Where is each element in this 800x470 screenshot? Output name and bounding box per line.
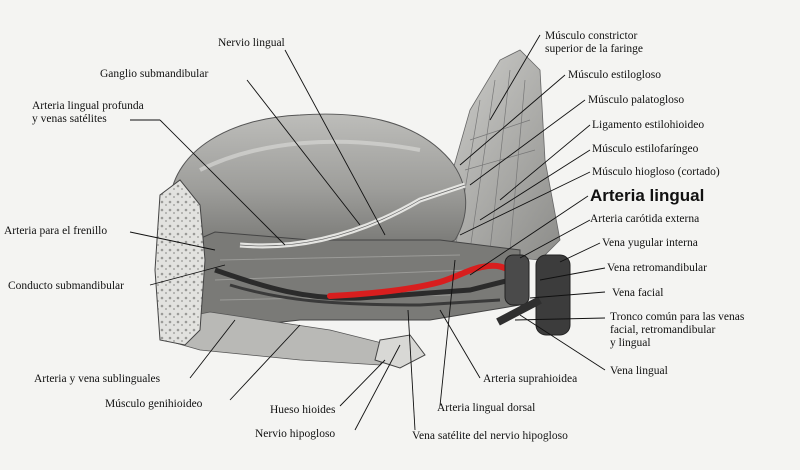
label-facial: Vena facial xyxy=(612,287,664,299)
label-palatogloso: Músculo palatogloso xyxy=(588,94,685,106)
label-hueso-hioides: Hueso hioides xyxy=(270,404,336,416)
label-nervio-lingual: Nervio lingual xyxy=(218,37,285,49)
label-tronco-line1: Tronco común para las venas xyxy=(610,311,745,323)
label-tronco-line3: y lingual xyxy=(610,337,651,349)
mandible-bone xyxy=(154,179,206,346)
label-estilogloso: Músculo estilogloso xyxy=(568,69,661,81)
label-ligamento: Ligamento estilohioideo xyxy=(592,119,705,131)
label-hiogloso: Músculo hiogloso (cortado) xyxy=(592,166,720,178)
label-arteria-suprahioidea: Arteria suprahioidea xyxy=(483,373,578,385)
label-arteria-lingual-profunda-line2: y venas satélites xyxy=(32,113,107,125)
leader-lines xyxy=(129,34,606,431)
label-arteria-lingual: Arteria lingual xyxy=(590,186,705,205)
label-arteria-lingual-profunda: Arteria lingual profunda y venas satélit… xyxy=(32,100,144,126)
hyoid-bone xyxy=(374,334,426,369)
label-constrictor-line2: superior de la faringe xyxy=(545,43,644,55)
external-carotid xyxy=(504,254,530,306)
label-vena-lingual: Vena lingual xyxy=(610,365,668,377)
veins xyxy=(214,267,511,301)
label-tronco-line2: facial, retromandibular xyxy=(610,324,716,336)
label-ganglio-submandibular: Ganglio submandibular xyxy=(100,68,209,80)
label-carotida: Arteria carótida externa xyxy=(590,213,700,225)
label-constrictor: Músculo constrictor superior de la farin… xyxy=(545,30,643,56)
label-retromandibular: Vena retromandibular xyxy=(607,262,707,274)
label-tronco: Tronco común para las venas facial, retr… xyxy=(610,311,744,350)
label-arteria-lingual-dorsal: Arteria lingual dorsal xyxy=(437,402,536,414)
label-nervio-hipogloso: Nervio hipogloso xyxy=(255,428,336,440)
label-conducto-submandibular: Conducto submandibular xyxy=(8,280,124,292)
label-musculo-genihioideo: Músculo genihioideo xyxy=(105,398,203,410)
label-vena-satelite: Vena satélite del nervio hipogloso xyxy=(412,430,568,442)
label-constrictor-line1: Músculo constrictor xyxy=(545,30,638,42)
label-arteria-frenillo: Arteria para el frenillo xyxy=(4,225,108,237)
label-arteria-lingual-profunda-line1: Arteria lingual profunda xyxy=(32,100,144,112)
label-yugular: Vena yugular interna xyxy=(602,237,698,249)
muscle-fibers xyxy=(454,69,536,251)
label-estilofaringeo: Músculo estilofaríngeo xyxy=(592,143,699,155)
label-arteria-vena-sublinguales: Arteria y vena sublinguales xyxy=(34,373,161,385)
